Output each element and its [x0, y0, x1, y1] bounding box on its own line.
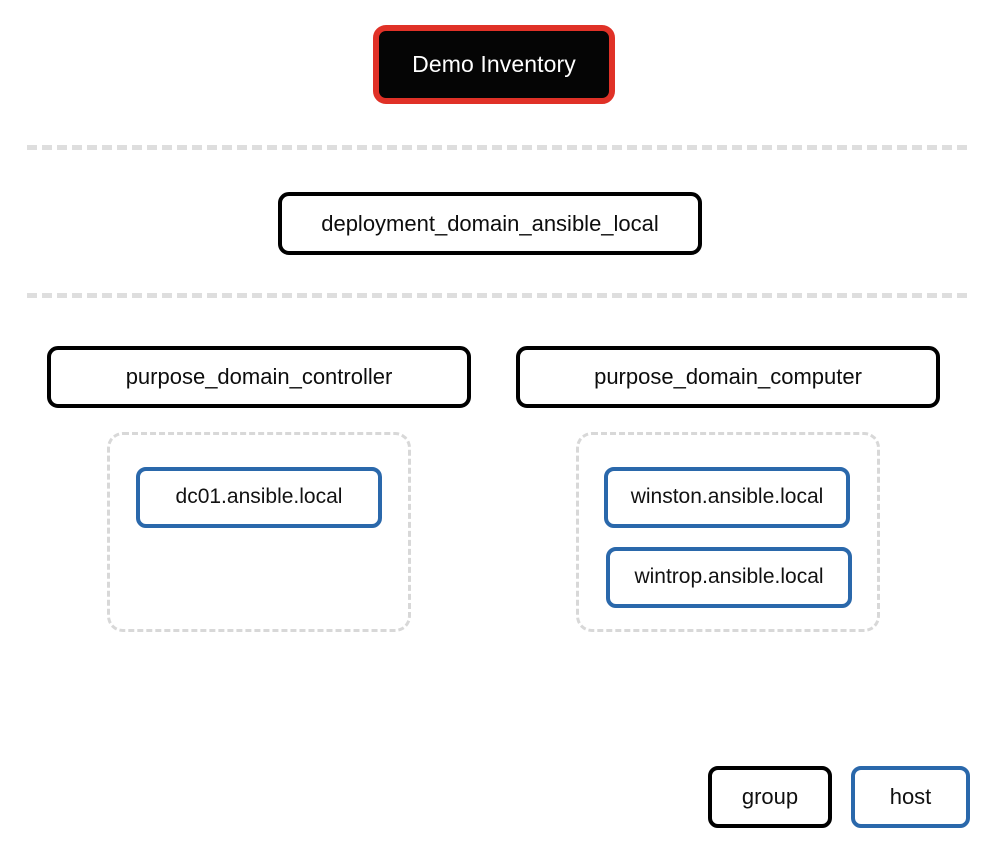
host-node-dc01-ansible-local[interactable]: dc01.ansible.local: [136, 467, 382, 528]
host-cluster-domain-controller: [107, 432, 411, 632]
group-node-purpose-domain-computer[interactable]: purpose_domain_computer: [516, 346, 940, 408]
group-node-label: deployment_domain_ansible_local: [321, 210, 659, 236]
group-node-purpose-domain-controller[interactable]: purpose_domain_controller: [47, 346, 471, 408]
host-node-label: dc01.ansible.local: [175, 485, 343, 509]
rank-separator-2: [27, 293, 967, 298]
inventory-root-label: Demo Inventory: [412, 51, 576, 78]
legend-item-host[interactable]: host: [851, 766, 970, 828]
group-node-label: purpose_domain_controller: [125, 364, 393, 390]
rank-separator-1: [27, 145, 967, 150]
group-node-deployment-domain-ansible-local[interactable]: deployment_domain_ansible_local: [278, 192, 702, 255]
host-node-label: winston.ansible.local: [630, 485, 824, 509]
host-node-winston-ansible-local[interactable]: winston.ansible.local: [604, 467, 850, 528]
legend-item-group[interactable]: group: [708, 766, 832, 828]
host-node-wintrop-ansible-local[interactable]: wintrop.ansible.local: [606, 547, 852, 608]
inventory-root-node[interactable]: Demo Inventory: [373, 25, 615, 104]
host-cluster-domain-computer: [576, 432, 880, 632]
host-node-label: wintrop.ansible.local: [634, 565, 824, 589]
legend-item-group-label: group: [741, 784, 799, 809]
legend-item-host-label: host: [889, 784, 932, 809]
group-node-label: purpose_domain_computer: [594, 364, 862, 390]
